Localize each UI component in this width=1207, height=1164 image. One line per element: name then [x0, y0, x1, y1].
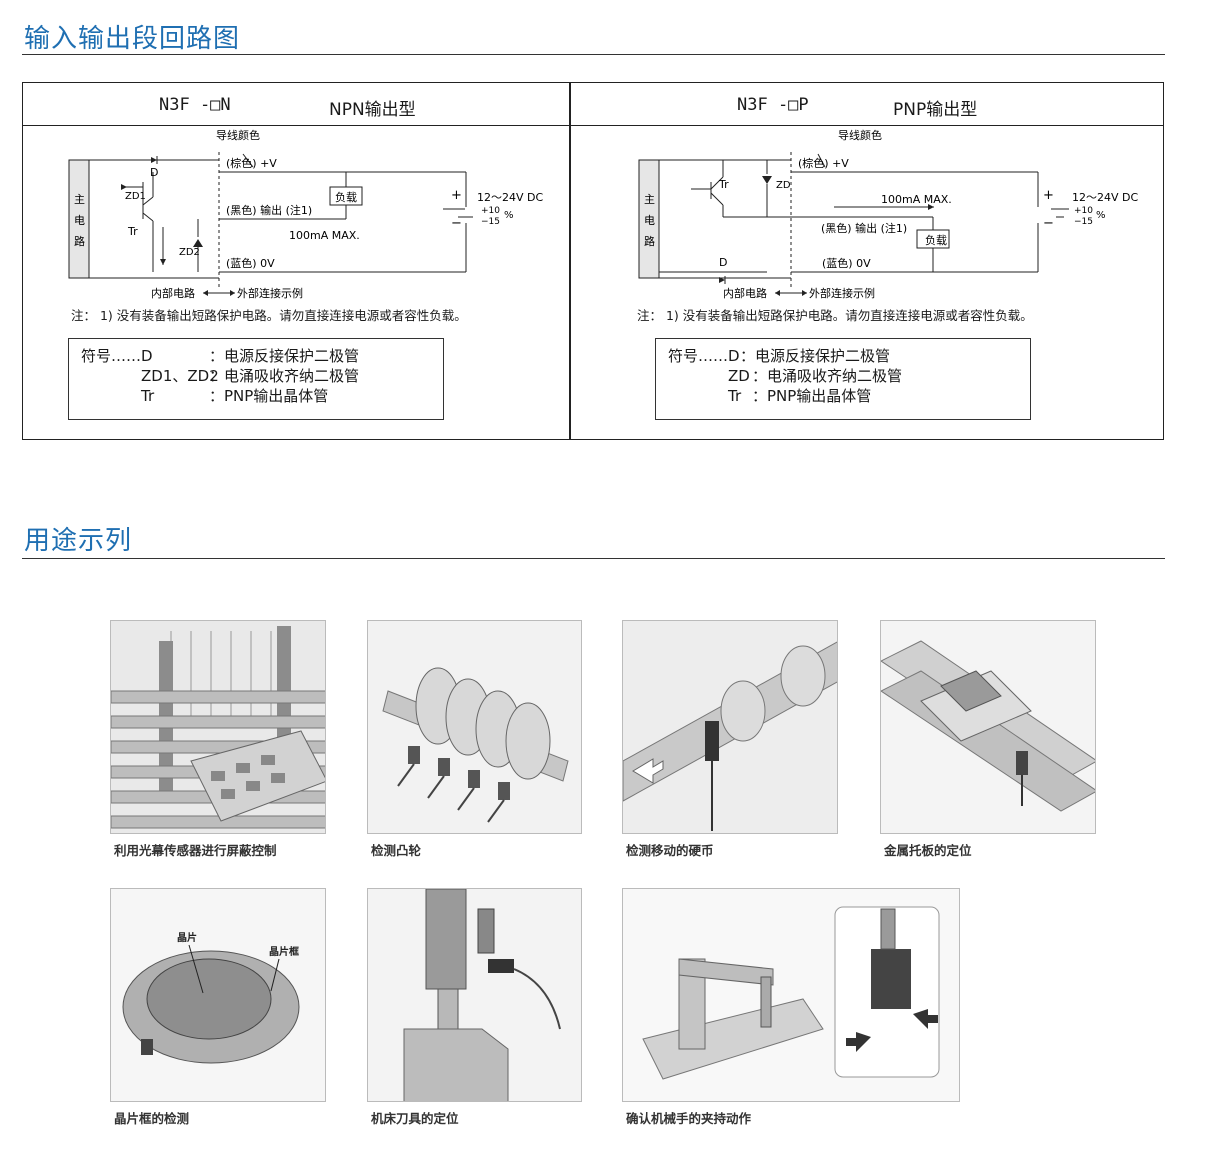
npn-main-circuit-1: 主 — [74, 193, 85, 206]
app-illustration — [622, 620, 838, 834]
pnp-diode-label: D — [719, 256, 727, 269]
app-caption: 确认机械手的夹持动作 — [626, 1111, 752, 1126]
npn-external-label: 外部连接示例 — [237, 286, 303, 300]
table-divider — [569, 83, 571, 439]
pnp-wire-color-label: 导线颜色 — [838, 128, 882, 142]
pnp-main-circuit-1: 主 — [644, 193, 655, 206]
pnp-legend-desc: ：电涌吸收齐纳二极管 — [752, 367, 903, 385]
npn-circuit-diagram: 导线颜色 (棕色) +V (黑色) 输出 (注1) (蓝色) 0V 负载 100… — [23, 127, 569, 302]
pnp-main-circuit-2: 电 — [644, 214, 655, 227]
npn-legend-sym: Tr — [141, 387, 155, 405]
app-illustration — [367, 620, 582, 834]
app-caption: 机床刀具的定位 — [371, 1111, 459, 1126]
npn-blue-wire: (蓝色) 0V — [226, 256, 275, 270]
npn-legend-desc: ：电源反接保护二极管 — [209, 347, 360, 365]
npn-legend-sym: 符号……D — [81, 347, 153, 365]
npn-note: 注： 1) 没有装备输出短路保护电路。请勿直接连接电源或者容性负载。 — [71, 308, 467, 323]
npn-diode-label: D — [150, 166, 158, 179]
npn-main-circuit-3: 路 — [74, 235, 85, 248]
npn-legend-row: 符号……D ：电源反接保护二极管 — [81, 346, 431, 366]
npn-brown-wire: (棕色) +V — [226, 156, 277, 170]
pnp-supply: 12～24V DC — [1072, 191, 1138, 204]
app-caption: 晶片框的检测 — [114, 1111, 190, 1126]
npn-legend-sym: ZD1、ZD2 — [141, 367, 219, 385]
pnp-header: N3F -□P — [737, 95, 809, 115]
app-illustration — [880, 620, 1096, 834]
pnp-tr-label: Tr — [718, 178, 729, 191]
app-illustration: 晶片 晶片框 — [110, 888, 326, 1102]
npn-internal-label: 内部电路 — [151, 286, 195, 300]
section-divider — [22, 558, 1165, 559]
app-illustration — [110, 620, 326, 834]
npn-type: NPN输出型 — [329, 100, 416, 120]
npn-max-current: 100mA MAX. — [289, 229, 360, 242]
pnp-zd-label: ZD — [776, 180, 791, 191]
npn-supply: 12～24V DC — [477, 191, 543, 204]
pnp-model: N3F -□P — [737, 95, 809, 115]
pnp-minus-sign: − — [1043, 216, 1054, 231]
npn-minus-sign: − — [451, 216, 462, 231]
app-caption: 金属托板的定位 — [884, 843, 972, 858]
pnp-load: 负载 — [925, 233, 947, 247]
pnp-blue-wire: (蓝色) 0V — [822, 256, 871, 270]
app-caption: 检测凸轮 — [371, 843, 422, 858]
pnp-legend-sym: 符号……D — [668, 347, 740, 365]
npn-legend-desc: ：电涌吸收齐纳二极管 — [209, 367, 360, 385]
section-title-circuit: 输入输出段回路图 — [24, 24, 241, 54]
npn-legend-row: ZD1、ZD2 ：电涌吸收齐纳二极管 — [81, 366, 431, 386]
app-wafer-label: 晶片 — [177, 931, 197, 944]
npn-legend-row: Tr ：PNP输出晶体管 — [81, 386, 431, 406]
pnp-legend-desc: ：PNP输出晶体管 — [752, 387, 872, 405]
table-header-divider — [23, 125, 1163, 126]
npn-tr-label: Tr — [127, 225, 138, 238]
npn-legend-desc: ：PNP输出晶体管 — [209, 387, 329, 405]
app-caption: 利用光幕传感器进行屏蔽控制 — [114, 843, 277, 858]
pnp-percent: % — [1096, 210, 1106, 221]
npn-zd1-label: ZD1 — [125, 191, 146, 202]
section-divider — [22, 54, 1165, 55]
npn-wire-color-label: 导线颜色 — [216, 128, 260, 142]
app-illustration — [367, 888, 582, 1102]
pnp-legend-desc: ：电源反接保护二极管 — [740, 347, 891, 365]
pnp-type: PNP输出型 — [893, 100, 978, 120]
pnp-black-wire: (黑色) 输出 (注1) — [821, 221, 907, 235]
pnp-legend: 符号……D ：电源反接保护二极管 ZD ：电涌吸收齐纳二极管 Tr ：PNP输出… — [655, 338, 1031, 420]
pnp-note: 注： 1) 没有装备输出短路保护电路。请勿直接连接电源或者容性负载。 — [637, 308, 1033, 323]
npn-tol-minus: −15 — [481, 217, 500, 227]
npn-tol-plus: +10 — [481, 206, 500, 216]
npn-plus-sign: + — [451, 188, 462, 203]
pnp-plus-sign: + — [1043, 188, 1054, 203]
npn-main-circuit-2: 电 — [74, 214, 85, 227]
circuit-table: N3F -□N NPN输出型 N3F -□P PNP输出型 — [22, 82, 1164, 440]
pnp-legend-row: ZD ：电涌吸收齐纳二极管 — [668, 366, 1018, 386]
app-caption: 检测移动的硬币 — [626, 843, 714, 858]
pnp-tol-plus: +10 — [1074, 206, 1093, 216]
npn-header: N3F -□N — [159, 95, 231, 115]
npn-black-wire: (黑色) 输出 (注1) — [226, 203, 312, 217]
app-wafer-frame-label: 晶片框 — [269, 945, 299, 958]
pnp-legend-sym: Tr — [728, 387, 742, 405]
pnp-main-circuit-3: 路 — [644, 235, 655, 248]
npn-percent: % — [504, 210, 514, 221]
npn-model: N3F -□N — [159, 95, 231, 115]
pnp-internal-label: 内部电路 — [723, 286, 767, 300]
app-illustration — [622, 888, 960, 1102]
section-title-usage: 用途示列 — [24, 526, 133, 556]
pnp-brown-wire: (棕色) +V — [798, 156, 849, 170]
npn-zd2-label: ZD2 — [179, 247, 200, 258]
pnp-max-current: 100mA MAX. — [881, 193, 952, 206]
npn-load: 负载 — [335, 190, 357, 204]
pnp-legend-row: 符号……D ：电源反接保护二极管 — [668, 346, 1018, 366]
pnp-legend-row: Tr ：PNP输出晶体管 — [668, 386, 1018, 406]
npn-legend: 符号……D ：电源反接保护二极管 ZD1、ZD2 ：电涌吸收齐纳二极管 Tr ：… — [68, 338, 444, 420]
pnp-tol-minus: −15 — [1074, 217, 1093, 227]
pnp-legend-sym: ZD — [728, 367, 750, 385]
pnp-external-label: 外部连接示例 — [809, 286, 875, 300]
pnp-circuit-diagram: 导线颜色 (棕色) +V 100mA MAX. (黑色) 输出 (注1) (蓝色… — [571, 127, 1165, 302]
